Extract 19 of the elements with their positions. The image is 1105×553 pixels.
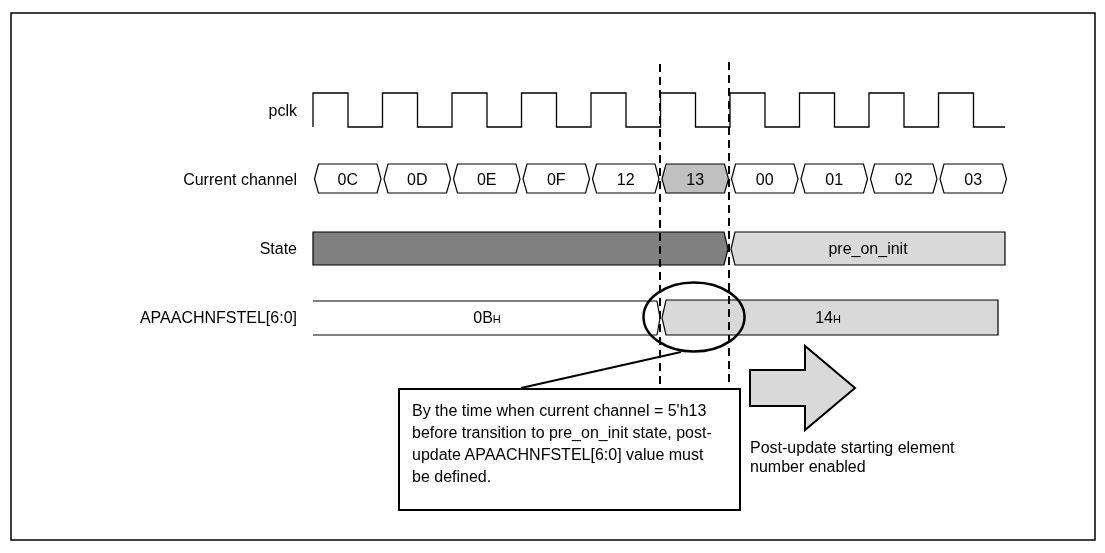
bus-value: 00 xyxy=(755,170,774,189)
bus-value: 0F xyxy=(546,170,566,189)
signal-name: APAACHNFSTEL[6:0] xyxy=(139,308,297,327)
bus-value: 03 xyxy=(964,170,983,189)
bus-value: 0D xyxy=(407,170,428,189)
bus-value: 01 xyxy=(825,170,844,189)
callout-box: By the time when current channel = 5'h13 before transition to pre_on_init state, post-update APAACHNFSTEL[6:0] value must be defined. xyxy=(398,388,741,511)
bus-value: 02 xyxy=(894,170,913,189)
state-value: pre_on_init xyxy=(828,239,908,258)
bus-value: 13 xyxy=(686,170,705,189)
arrow-caption: Post-update starting element number enabled xyxy=(750,438,956,476)
bus-value: 0C xyxy=(337,170,358,189)
highlight-ellipse xyxy=(642,281,746,353)
bus-value: 0E xyxy=(476,170,497,189)
signal-name: pclk xyxy=(268,101,297,120)
leader-line xyxy=(520,351,682,389)
signal-name: State xyxy=(259,239,297,258)
bus-value: 12 xyxy=(616,170,635,189)
signal-name: Current channel xyxy=(183,170,297,189)
